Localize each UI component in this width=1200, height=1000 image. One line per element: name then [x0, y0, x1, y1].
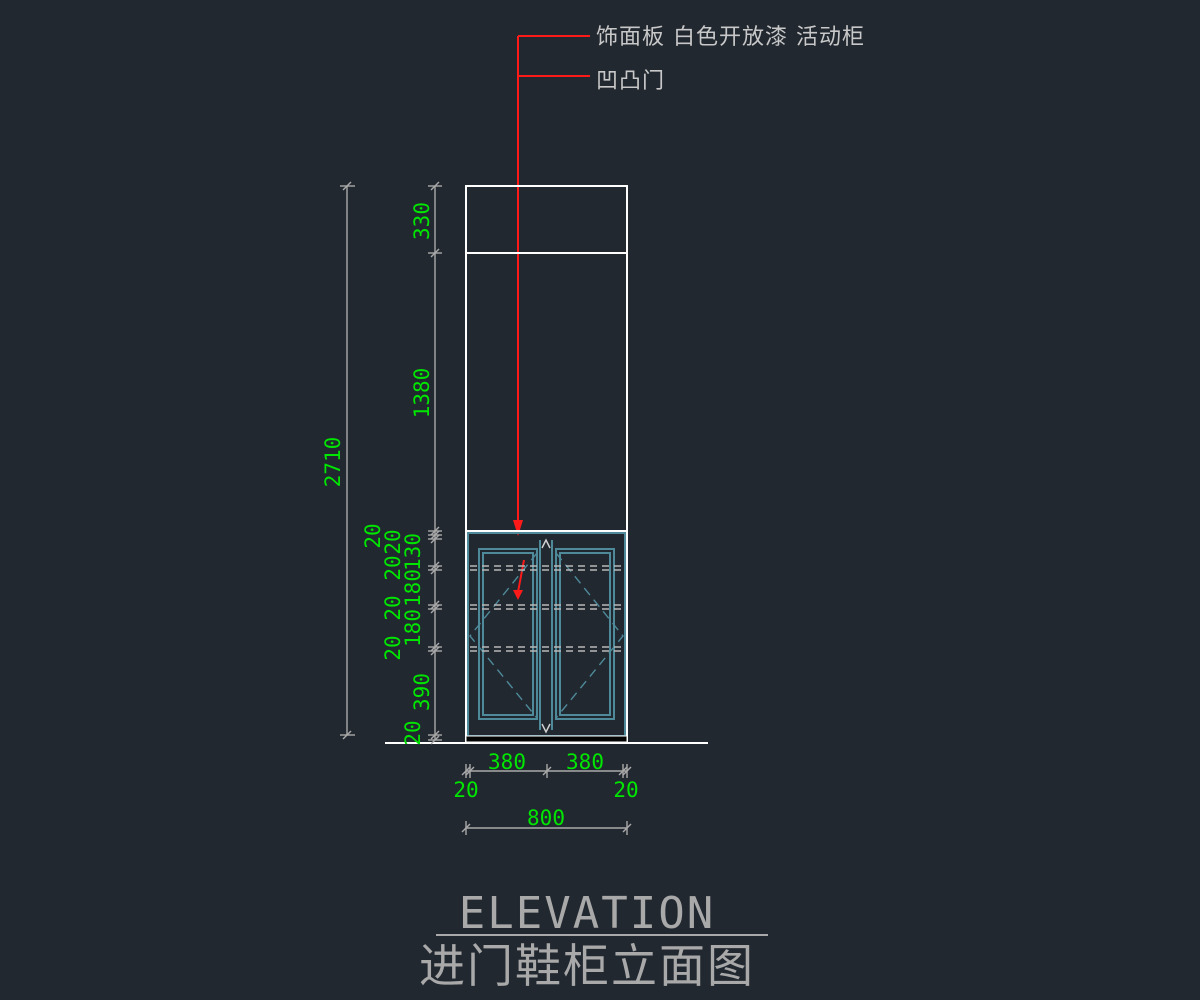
dim-total-width: 800 [527, 806, 565, 830]
door-right-inner [559, 552, 611, 716]
dim-top-cabinet: 330 [410, 202, 434, 240]
dim-tick-width-0 [461, 766, 471, 776]
dim-tick-sub-9 [430, 642, 440, 652]
dim-shelf-gap-3: 180 [401, 609, 425, 647]
door-left-outer [478, 548, 538, 720]
dim-tick-total-0 [342, 181, 352, 191]
dim-tick-width-1 [465, 766, 475, 776]
dim-shelf-gap-2: 180 [401, 569, 425, 607]
dim-door-left-width: 380 [488, 750, 526, 774]
door-left-inner [482, 552, 534, 716]
dim-tick-total-width-0 [461, 823, 471, 833]
dimension-texts: 2710 330 1380 20 20 20 130 180 20 180 20… [321, 202, 639, 830]
shelf-lines [470, 565, 624, 652]
dim-tick-sub-12 [430, 735, 440, 745]
dim-tick-sub-4 [430, 534, 440, 544]
door-left-swing [469, 552, 538, 719]
dim-tick-sub-11 [430, 730, 440, 740]
leader-line-diagonal [517, 559, 525, 593]
dim-open-section: 1380 [410, 368, 434, 419]
dim-rail-3: 20 [381, 635, 405, 660]
dim-bottom-gap: 390 [410, 673, 434, 711]
dim-tick-width-3 [618, 766, 628, 776]
dim-top-rail-b: 20 [381, 529, 405, 554]
cabinet-top-section [465, 185, 628, 254]
dim-tick-sub-10 [430, 646, 440, 656]
note-panel-finish: 饰面板 白色开放漆 活动柜 [596, 25, 865, 50]
dim-tick-sub-5 [430, 561, 440, 571]
dim-side-right: 20 [613, 778, 638, 802]
cabinet-outline [465, 185, 628, 742]
door-swing-lines [469, 552, 624, 719]
dim-tick-width-4 [622, 766, 632, 776]
door-right-swing [555, 552, 624, 719]
dim-tick-sub-6 [430, 565, 440, 575]
dim-tick-sub-3 [430, 530, 440, 540]
dim-door-right-width: 380 [566, 750, 604, 774]
dim-top-rail-a: 20 [361, 523, 385, 548]
dim-side-left: 20 [453, 778, 478, 802]
cabinet-plinth [465, 735, 628, 743]
dim-tick-sub-1 [430, 248, 440, 258]
door-hinge-ticks [541, 538, 551, 734]
door-hinge-bottom [541, 723, 551, 734]
dim-tick-total-1 [342, 730, 352, 740]
door-cabinet [467, 532, 626, 737]
dim-total-height: 2710 [321, 437, 345, 488]
dim-tick-sub-0 [430, 181, 440, 191]
door-cabinet-frame [467, 532, 626, 737]
door-hinge-top [541, 538, 551, 549]
dim-tick-width-2 [542, 766, 552, 776]
leader-arrow-head [513, 520, 523, 536]
title-chinese: 进门鞋柜立面图 [419, 939, 755, 993]
dim-tick-sub-8 [430, 604, 440, 614]
note-raised-door: 凹凸门 [596, 69, 665, 94]
dim-plinth: 20 [401, 720, 425, 745]
dim-tick-total-width-1 [622, 823, 632, 833]
dim-top-rail-c: 20 [381, 555, 405, 580]
title-english: ELEVATION [459, 888, 715, 939]
dim-rail-2: 20 [381, 595, 405, 620]
dim-tick-sub-2 [430, 526, 440, 536]
leader-arrow-head-2 [513, 590, 523, 600]
dimension-lines [340, 181, 632, 835]
leader-group [517, 35, 590, 593]
dim-tick-sub-7 [430, 600, 440, 610]
dim-shelf-gap-1: 130 [401, 533, 425, 571]
door-right-outer [555, 548, 615, 720]
